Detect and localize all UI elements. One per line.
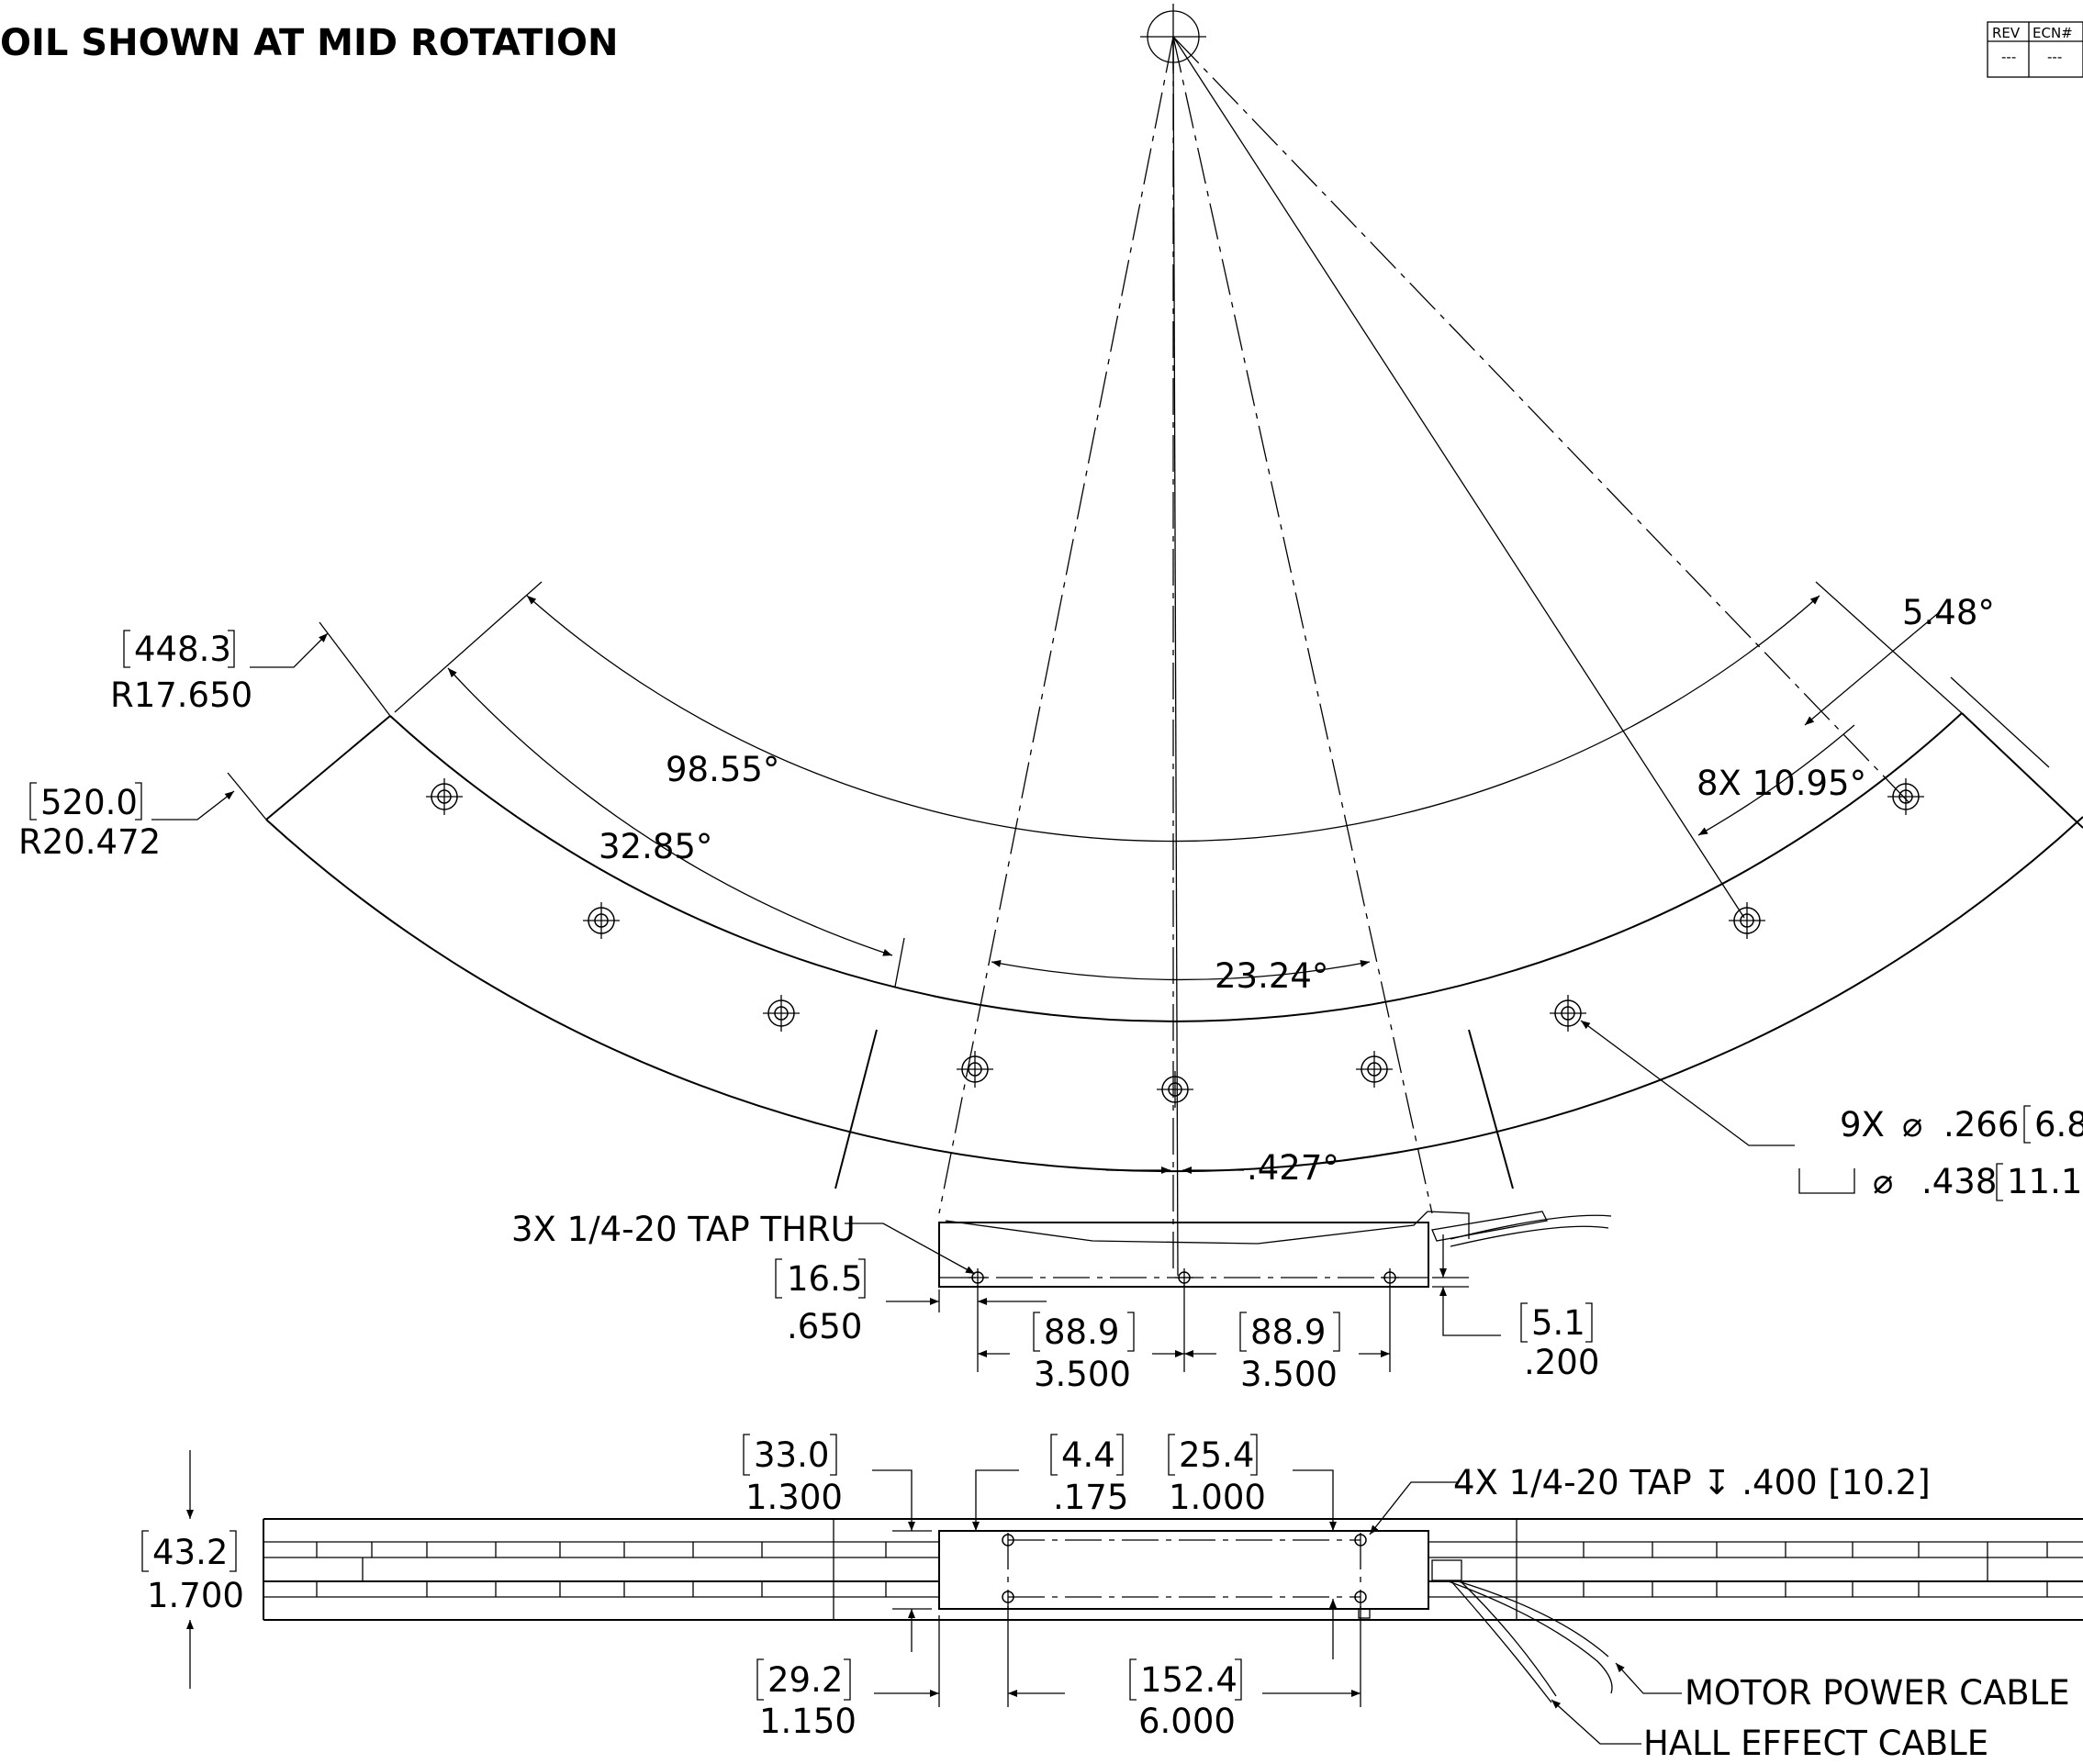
- side-dims-lines: [186, 1450, 1682, 1745]
- motor-cable-label: MOTOR POWER CABLE: [1685, 1673, 2070, 1713]
- height-inch: .200: [1524, 1343, 1599, 1382]
- hole: [763, 995, 800, 1032]
- inner-radius-inch: R17.650: [110, 675, 252, 715]
- tap-leader: [845, 1223, 976, 1275]
- revision-block: REV ECN# --- ---: [1987, 21, 2083, 78]
- inner-radius-dim: 448.3 R17.650: [110, 630, 252, 715]
- side-tap-hole: [1354, 1534, 1367, 1546]
- edge-offset-inch: .650: [787, 1307, 862, 1346]
- hole-qty: 9X: [1840, 1105, 1885, 1144]
- overall-height-mm: 43.2: [152, 1533, 228, 1572]
- cbore-dia: .438: [1921, 1162, 1997, 1201]
- side-cables: [1445, 1580, 1613, 1703]
- hole-offset-inch: 1.000: [1169, 1478, 1266, 1517]
- hole: [1550, 995, 1586, 1032]
- overall-height-dim: 43.2 1.700: [141, 1530, 244, 1615]
- angle-offset-label: .427°: [1247, 1148, 1339, 1188]
- curved-magnet-track: [265, 712, 2083, 1247]
- spacing-left-inch: 3.500: [1034, 1355, 1131, 1394]
- ecn-header: ECN#: [2033, 25, 2073, 41]
- hole: [1887, 778, 1924, 815]
- hole-callout: 9X ⌀ .266 6.8 ⌀ .438 11.1: [1840, 1105, 2083, 1201]
- drawing-title: OIL SHOWN AT MID ROTATION: [0, 22, 618, 64]
- height-dim: 5.1 .200: [1520, 1302, 1599, 1382]
- top-offset-mm: 33.0: [754, 1435, 829, 1475]
- tap-hole: [1381, 1268, 1399, 1287]
- top-offset-dim: 33.0 1.300: [743, 1434, 843, 1517]
- side-tap-hole: [1002, 1591, 1014, 1603]
- bottom-offset-mm: 29.2: [767, 1660, 843, 1700]
- inner-radius-mm: 448.3: [134, 630, 231, 669]
- outer-radius-dim: 520.0 R20.472: [18, 782, 161, 862]
- bottom-offset-dim: 29.2 1.150: [756, 1658, 857, 1741]
- hole-inset-mm: 4.4: [1061, 1435, 1115, 1475]
- hole-offset-dim: 25.4 1.000: [1168, 1434, 1266, 1517]
- angle-segment-label: 32.85°: [599, 827, 712, 866]
- hole: [957, 1051, 993, 1088]
- hole-spacing-dim: 152.4 6.000: [1129, 1658, 1242, 1741]
- hole-inset-dim: 4.4 .175: [1050, 1434, 1128, 1517]
- rev-header: REV: [1992, 25, 2021, 41]
- diameter-symbol-2: ⌀: [1873, 1162, 1893, 1201]
- radial-center-lines: [938, 36, 1910, 1277]
- ecn-value: ---: [2047, 49, 2062, 65]
- angle-center-label: 23.24°: [1215, 956, 1328, 996]
- magnet-divisions: [316, 1542, 2048, 1597]
- angle-total-label: 98.55°: [666, 750, 779, 789]
- diameter-symbol-1: ⌀: [1902, 1105, 1922, 1144]
- hole-dia-mm: 6.8: [2034, 1105, 2083, 1144]
- hole: [1356, 1051, 1393, 1088]
- bottom-offset-inch: 1.150: [759, 1702, 857, 1741]
- hole: [1729, 902, 1765, 939]
- top-linear-dims: [886, 1234, 1501, 1372]
- height-mm: 5.1: [1531, 1303, 1585, 1343]
- hole-spacing-inch: 6.000: [1138, 1702, 1236, 1741]
- top-offset-inch: 1.300: [745, 1478, 843, 1517]
- hole: [583, 902, 620, 939]
- spacing-left-dim: 88.9 3.500: [1033, 1312, 1135, 1394]
- side-tap-hole: [1002, 1534, 1014, 1546]
- side-tap-hole: [1354, 1591, 1367, 1603]
- hole: [1157, 1071, 1193, 1108]
- angle-pitch-label: 8X 10.95°: [1697, 764, 1866, 803]
- edge-offset-mm: 16.5: [787, 1259, 862, 1299]
- hole: [426, 778, 463, 815]
- spacing-left-mm: 88.9: [1044, 1312, 1119, 1352]
- side-tap-note: 4X 1/4-20 TAP ↧ .400 [10.2]: [1453, 1463, 1931, 1502]
- spacing-right-dim: 88.9 3.500: [1239, 1312, 1340, 1394]
- hole-dia: .266: [1943, 1105, 2019, 1144]
- tap-hole: [969, 1268, 987, 1287]
- overall-height-inch: 1.700: [147, 1576, 244, 1615]
- tap-hole: [1175, 1268, 1193, 1287]
- spacing-right-inch: 3.500: [1240, 1355, 1338, 1394]
- cbore-dia-mm: 11.1: [2007, 1162, 2082, 1201]
- rev-value: ---: [2001, 49, 2016, 65]
- hole-offset-mm: 25.4: [1179, 1435, 1254, 1475]
- edge-offset-dim: 16.5 .650: [775, 1258, 866, 1346]
- outer-radius-inch: R20.472: [18, 822, 161, 862]
- spacing-right-mm: 88.9: [1250, 1312, 1326, 1352]
- hall-cable-label: HALL EFFECT CABLE: [1643, 1724, 1988, 1763]
- hole-spacing-mm: 152.4: [1140, 1660, 1237, 1700]
- angle-edge-label: 5.48°: [1902, 593, 1995, 632]
- coil-block-side: [938, 1530, 1462, 1619]
- angular-dimensions: [151, 581, 2050, 1194]
- top-tap-note: 3X 1/4-20 TAP THRU: [511, 1210, 856, 1249]
- outer-radius-mm: 520.0: [40, 783, 138, 822]
- hole-inset-inch: .175: [1053, 1478, 1128, 1517]
